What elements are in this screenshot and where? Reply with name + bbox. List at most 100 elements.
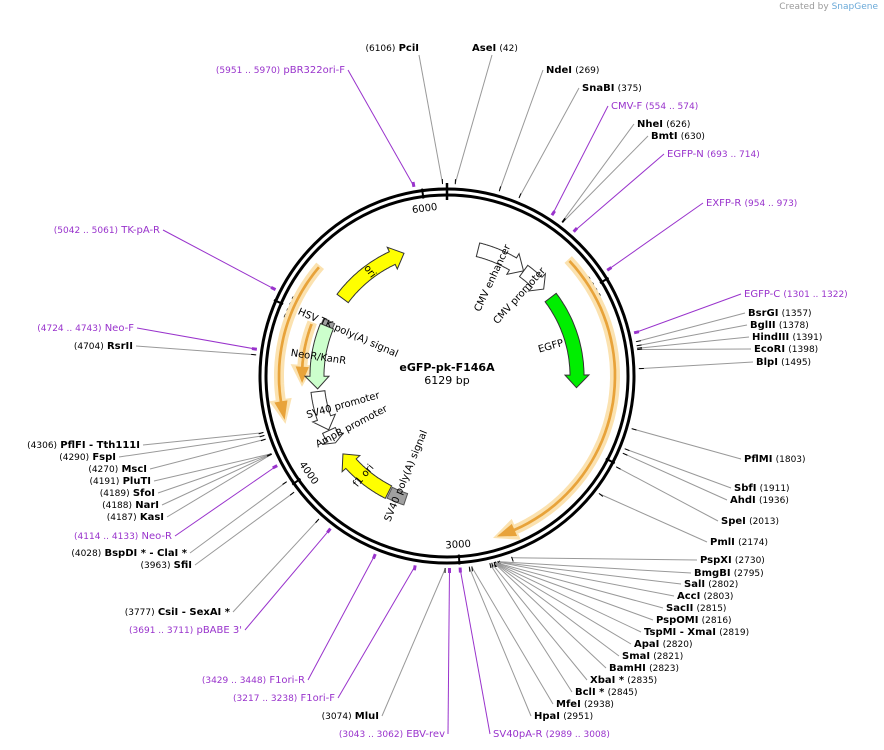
site-hindiii-position: (1391) [792,333,822,343]
label-leader-lines [118,54,754,735]
site-tspmi-xmai-label: TspMI - XmaI (2819) [644,627,749,638]
site-bsrgi-leader [636,312,746,342]
site-kasi-label: (4187) KasI [107,512,164,523]
site-sali-name: SalI [684,579,705,590]
primer-egfp-n-tick [572,226,579,233]
site-bspdi-clai--position: (4028) [71,549,101,559]
snapgene-logo-text[interactable]: SnapGene [831,2,878,12]
primer-pbabe-3--label: (3691 .. 3711) pBABE 3' [129,625,242,636]
site-bspdi-clai--label: (4028) BspDI * - ClaI * [71,548,187,559]
site-fspi-label: (4290) FspI [59,452,116,463]
site-acci-position: (2803) [704,592,734,602]
site-kasi-name: KasI [140,512,164,523]
site-pcii-leader [418,54,443,184]
site-nari-name: NarI [135,500,159,511]
primer-sv40pa-r-label: SV40pA-R (2989 .. 3008) [493,729,610,740]
primer-f1ori-r-leader [307,554,376,681]
site-nhei-label: NheI (626) [637,119,690,130]
site-ndei-tick [498,186,502,192]
site-blpi-position: (1495) [781,358,811,368]
feature-egfp-label: EGFP [537,338,565,356]
primer-egfp-c-label: EGFP-C (1301 .. 1322) [744,289,848,300]
site-bglii-name: BglII [750,320,776,331]
primer-pbr322ori-f-leader [347,69,415,187]
primer-neo-r-label: (4114 .. 4133) Neo-R [74,531,172,542]
site-rsrii-tick [251,353,257,356]
tick-3000 [457,554,461,565]
primer-f1ori-f-tick [412,565,417,571]
tick-label: 3000 [445,539,471,552]
site-spei-label: SpeI (2013) [721,516,779,527]
primer-exfp-r-position: (954 .. 973) [744,199,797,209]
primer-tk-pa-r-label: (5042 .. 5061) TK-pA-R [54,225,160,236]
site-mlui-position: (3074) [322,712,352,722]
site-bcli--tick [489,563,492,569]
site-csii-sexai--leader [232,519,319,613]
site-bglii-tick [636,344,642,347]
site-pflfi-tth111i-name: PflFI - Tth111I [60,440,140,451]
site-xbai--label: XbaI * (2835) [590,675,657,686]
primer-pbabe-3--leader [244,529,331,631]
primer-pbabe-3--tick [326,527,332,534]
primer-tk-pa-r-tick [270,286,277,291]
primer-sv40pa-r-leader [459,568,491,735]
site-pflfi-tth111i-position: (4306) [27,441,57,451]
site-bcli--leader [489,563,573,693]
site-ahdi-position: (1936) [759,496,789,506]
site-ndei-position: (269) [575,66,599,76]
primer-cmv-f-name: CMV-F [611,101,642,112]
primer-f1ori-f-position: (3217 .. 3238) [233,694,297,704]
site-hpai-tick [468,566,471,572]
site-pluti-position: (4191) [89,477,119,487]
site-ndei-leader [499,69,544,191]
tick-6000 [421,188,425,199]
site-tspmi-xmai-position: (2819) [719,628,749,638]
site-bmgbi-leader [499,561,692,574]
site-ecori-label: EcoRI (1398) [754,344,818,355]
site-rsrii-leader [135,345,256,356]
site-sacii-label: SacII (2815) [666,603,726,614]
site-pflmi-name: PflMI [744,454,772,465]
site-rsrii-position: (4704) [74,342,104,352]
site-snabi-position: (375) [618,84,642,94]
site-bspdi-clai--leader [189,481,287,554]
site-sbfi-leader [625,448,732,489]
site-bmgbi-name: BmgBI [694,568,731,579]
site-pspomi-name: PspOMI [656,615,698,626]
site-bamhi-position: (2823) [649,664,679,674]
site-blpi-label: BlpI (1495) [756,357,811,368]
site-sacii-leader [495,562,664,609]
site-hpai-position: (2951) [563,712,593,722]
site-pcii-label: (6106) PciI [365,43,419,54]
primer-sv40pa-r-name: SV40pA-R [493,729,542,740]
site-bspdi-clai--name: BspDI * - ClaI * [104,548,187,559]
site-ecori-leader [638,348,752,350]
primer-neo-r-name: Neo-R [142,531,173,542]
site-pflfi-tth111i-leader [142,432,263,446]
plasmid-name: eGFP-pk-F146A [399,361,495,374]
site-hpai-leader [468,567,532,717]
site-sbfi-position: (1911) [760,484,790,494]
site-msci-name: MscI [121,464,147,475]
site-sacii-name: SacII [666,603,693,614]
site-apai-leader [494,562,632,645]
primer-f1ori-f-name: F1ori-F [301,693,336,704]
site-kasi-leader [166,454,272,518]
feature-egfp [544,292,591,389]
site-sali-leader [498,561,682,585]
site-nari-position: (4188) [102,501,132,511]
primer-neo-r-position: (4114 .. 4133) [74,532,138,542]
site-csii-sexai--position: (3777) [125,608,155,618]
site-bcli--position: (2845) [608,688,638,698]
site-ecori-position: (1398) [788,345,818,355]
site-sfoi-leader [157,453,271,494]
site-nhei-tick [561,217,566,223]
site-sfoi-name: SfoI [133,488,155,499]
site-mfei-tick [471,566,473,572]
site-hindiii-label: HindIII (1391) [752,332,822,343]
feature-ampr-promoter [321,426,344,445]
tick-2000 [605,457,616,465]
feature-cmv-promoter [518,264,547,292]
primer-tk-pa-r-name: TK-pA-R [120,225,160,236]
